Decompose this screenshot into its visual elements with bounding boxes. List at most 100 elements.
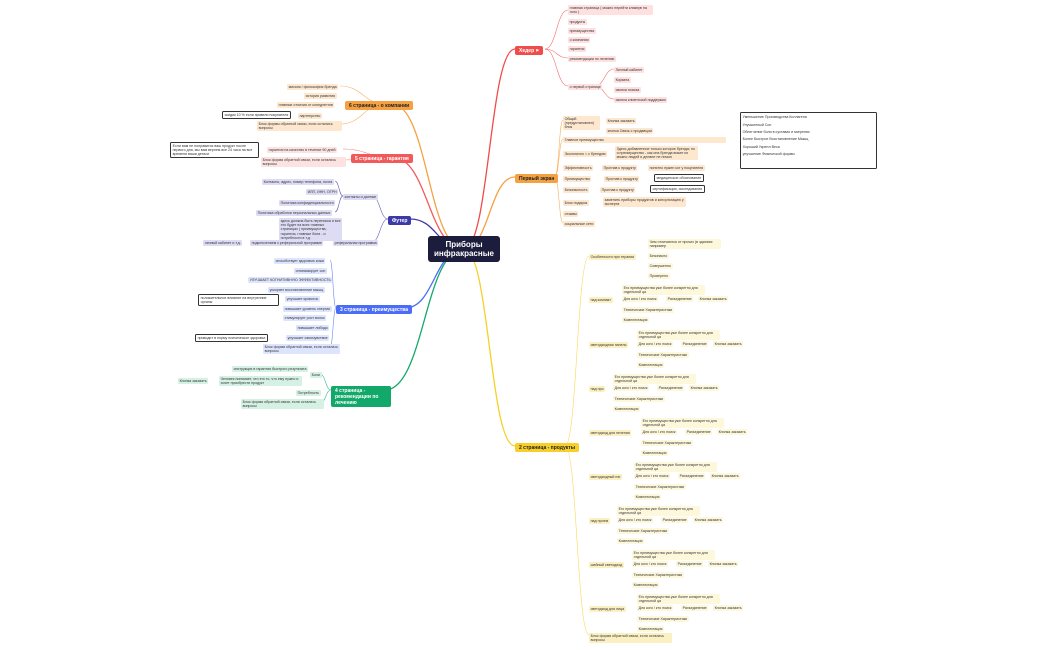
rec-feedback[interactable]: Блок форма обратной связи, если остались…: [241, 399, 325, 409]
adv-muscles[interactable]: ускоряет восстановление мышц: [268, 287, 325, 293]
prod-for-whom: Для кого / кто поиск: [613, 385, 650, 391]
prod-order-button[interactable]: Кнопка заказать: [693, 517, 724, 523]
adv-hair[interactable]: стимулирует рост волос: [283, 315, 327, 321]
product-group-label[interactable]: светодиодная панель: [589, 342, 629, 348]
first-extra-safety[interactable]: Безопасность: [563, 187, 590, 193]
prod-order-button[interactable]: Кнопка заказать: [713, 341, 744, 347]
header-callback[interactable]: о первой странице: [568, 84, 603, 90]
footer-contacts-inn[interactable]: ИЛП, ИНН, ОГРН: [306, 189, 339, 195]
footer-privacy[interactable]: Политика конфиденциальности: [279, 200, 336, 206]
rec-understand[interactable]: Человек понимает, что это то, что ему ну…: [219, 376, 303, 386]
header-item-main[interactable]: главная страница ( можно перейти кликнув…: [568, 5, 654, 15]
about-branch[interactable]: 6 страница - о компании: [345, 101, 414, 110]
guarantee-branch[interactable]: 5 страница - гарантия: [351, 154, 413, 163]
product-group-label[interactable]: светодиод для лечения: [589, 430, 632, 436]
prod-order-button[interactable]: Кнопка заказать: [698, 296, 729, 302]
about-history[interactable]: история развития: [304, 93, 337, 99]
advantages-branch[interactable]: 3 страница - преимущества: [336, 305, 412, 314]
header-item-recommend[interactable]: рекомендации по лечению: [568, 56, 616, 62]
adv-feedback[interactable]: Блок форма обратной связи, если остались…: [263, 344, 341, 354]
first-socials[interactable]: социальные сети: [563, 221, 595, 227]
child-connector: [371, 218, 389, 243]
adv-blood[interactable]: улучшает кровоток: [285, 296, 320, 302]
footer-contacts[interactable]: контакты и данные: [343, 194, 378, 200]
footer-personal-data[interactable]: Политика обработки персональных данных: [256, 210, 332, 216]
adv-cognitive[interactable]: УЛУЧШАЕТ КОГНИТИВНУЮ ЭФФЕКТИВНОСТЬ: [248, 277, 333, 283]
product-group-label[interactable]: светодиод для лица: [589, 606, 626, 612]
first-extra-efficiency-sub[interactable]: Прогнав к продукту: [602, 165, 638, 171]
rec-pain[interactable]: Боли: [310, 372, 322, 378]
header-item-advantages[interactable]: преимущества: [568, 28, 596, 34]
first-extra-advantage-sub[interactable]: Прогнав к продукту: [604, 176, 640, 182]
first-reviews[interactable]: отзывы: [563, 211, 579, 217]
adv-libido[interactable]: повышает либидо: [296, 325, 330, 331]
footer-referral-extra[interactable]: личный кабинет и т.д.: [203, 240, 243, 246]
guarantee-feedback[interactable]: Блок форма обратной связи, если остались…: [261, 157, 347, 167]
adv-note-organs: положительное влияние на внутренние орга…: [198, 294, 280, 306]
first-main-advantage[interactable]: Главное преимущество: [563, 137, 727, 143]
child-connector: [564, 445, 590, 636]
prod-tech: Технические Характеристики: [637, 352, 689, 358]
header-cart[interactable]: Корзина: [614, 77, 631, 83]
rec-need[interactable]: Потребность: [296, 390, 321, 396]
header-branch[interactable]: Хедер ⚑: [515, 46, 544, 55]
product-group-label[interactable]: шейный светодиод: [589, 562, 624, 568]
prod-order-button[interactable]: Кнопка заказать: [717, 429, 748, 435]
prod-split: Разъединение: [685, 429, 713, 435]
first-extra-efficiency[interactable]: Эффективность: [563, 165, 594, 171]
root-node[interactable]: Приборы инфракрасные: [428, 236, 500, 262]
footer-contacts-address[interactable]: Контакты, адрес, номер телефона, почта: [262, 179, 334, 185]
first-general[interactable]: Общий (предустановлен) блок: [563, 116, 601, 131]
product-group-label[interactable]: пад про: [589, 386, 606, 392]
first-extra-safety-sub[interactable]: Прогнав к продукту: [600, 187, 636, 193]
right-list-item: Улучшенный Сон: [742, 122, 772, 127]
footer-branch[interactable]: Футер: [388, 216, 412, 225]
prod-order-button[interactable]: Кнопка заказать: [689, 385, 720, 391]
product-group-label[interactable]: пад проем: [589, 518, 610, 524]
first-gift[interactable]: Блок подарок: [563, 200, 589, 206]
about-feedback[interactable]: Блок формы обратной связи, если остались…: [257, 121, 343, 131]
prod-intro[interactable]: Особенности при терапии: [589, 254, 636, 260]
header-search[interactable]: иконка поиска: [614, 87, 641, 93]
first-screen-branch[interactable]: Первый экран: [515, 174, 559, 183]
footer-referral-sub[interactable]: подключением к реферальной программе: [250, 240, 324, 246]
first-order-btn[interactable]: Кнопка заказать: [606, 118, 637, 124]
about-differences[interactable]: главные отличия от конкурентов: [277, 102, 335, 108]
flag-icon: ⚑: [535, 47, 540, 53]
header-item-about[interactable]: о компании: [568, 37, 591, 43]
product-group-label[interactable]: пад компакт: [589, 297, 613, 303]
first-extra-advantage[interactable]: Преимущество: [563, 176, 592, 182]
prod-advantages: Его преимущества уже более конкретно для…: [637, 594, 721, 604]
header-item-products[interactable]: продукты: [568, 19, 587, 25]
prod-tech: Технические Характеристики: [634, 484, 686, 490]
prod-for-whom: Для кого / кто поиск: [634, 473, 671, 479]
adv-sleep[interactable]: оптимизирует сон: [294, 268, 327, 274]
prod-order-button[interactable]: Кнопка заказать: [710, 473, 741, 479]
header-support[interactable]: иконка клиентской поддержки: [614, 97, 668, 103]
rec-instruction[interactable]: инструкция в гарантия быстрого результат…: [232, 366, 309, 372]
product-group-label[interactable]: светодиодный пэт: [589, 474, 623, 480]
header-item-guarantee[interactable]: гарантия: [568, 46, 586, 52]
first-extra-eco-note: Здесь добавленное только которое бренда;…: [615, 146, 699, 161]
first-contact-btn[interactable]: кнопка Связь с продавцом: [606, 128, 654, 134]
about-partners[interactable]: партнерство: [298, 113, 322, 119]
prod-feedback[interactable]: Блок форма обратной связи, если остались…: [589, 633, 673, 643]
right-list-item: Хороший Укрепл Веса: [742, 144, 780, 149]
adv-skin[interactable]: способствует здоровью кожи: [274, 258, 326, 264]
about-mission[interactable]: миссия / философия бренда: [287, 84, 339, 90]
child-connector: [334, 180, 344, 197]
guarantee-90[interactable]: гарантия на качество в течение 90 дней: [267, 147, 338, 153]
prod-order-button[interactable]: Кнопка заказать: [713, 605, 744, 611]
adv-energy[interactable]: повышает уровень энергии: [283, 306, 332, 312]
recommend-branch[interactable]: 4 страница - рекомендации по лечению: [331, 386, 391, 407]
header-cabinet[interactable]: Личный кабинет: [614, 67, 645, 73]
footer-referral[interactable]: реферальная программа: [333, 240, 379, 246]
products-branch[interactable]: 2 страница - продукты: [515, 443, 579, 452]
prod-order-button[interactable]: Кнопка заказать: [708, 561, 739, 567]
prod-split: Разъединение: [666, 296, 694, 302]
rec-order-button[interactable]: Кнопка заказать: [178, 378, 209, 384]
first-extra-eco[interactable]: Экологично = с брендом: [563, 151, 608, 157]
adv-wellbeing[interactable]: улучшает самочувствие: [286, 335, 330, 341]
prod-for-whom: Для кого / кто поиск: [617, 517, 654, 523]
